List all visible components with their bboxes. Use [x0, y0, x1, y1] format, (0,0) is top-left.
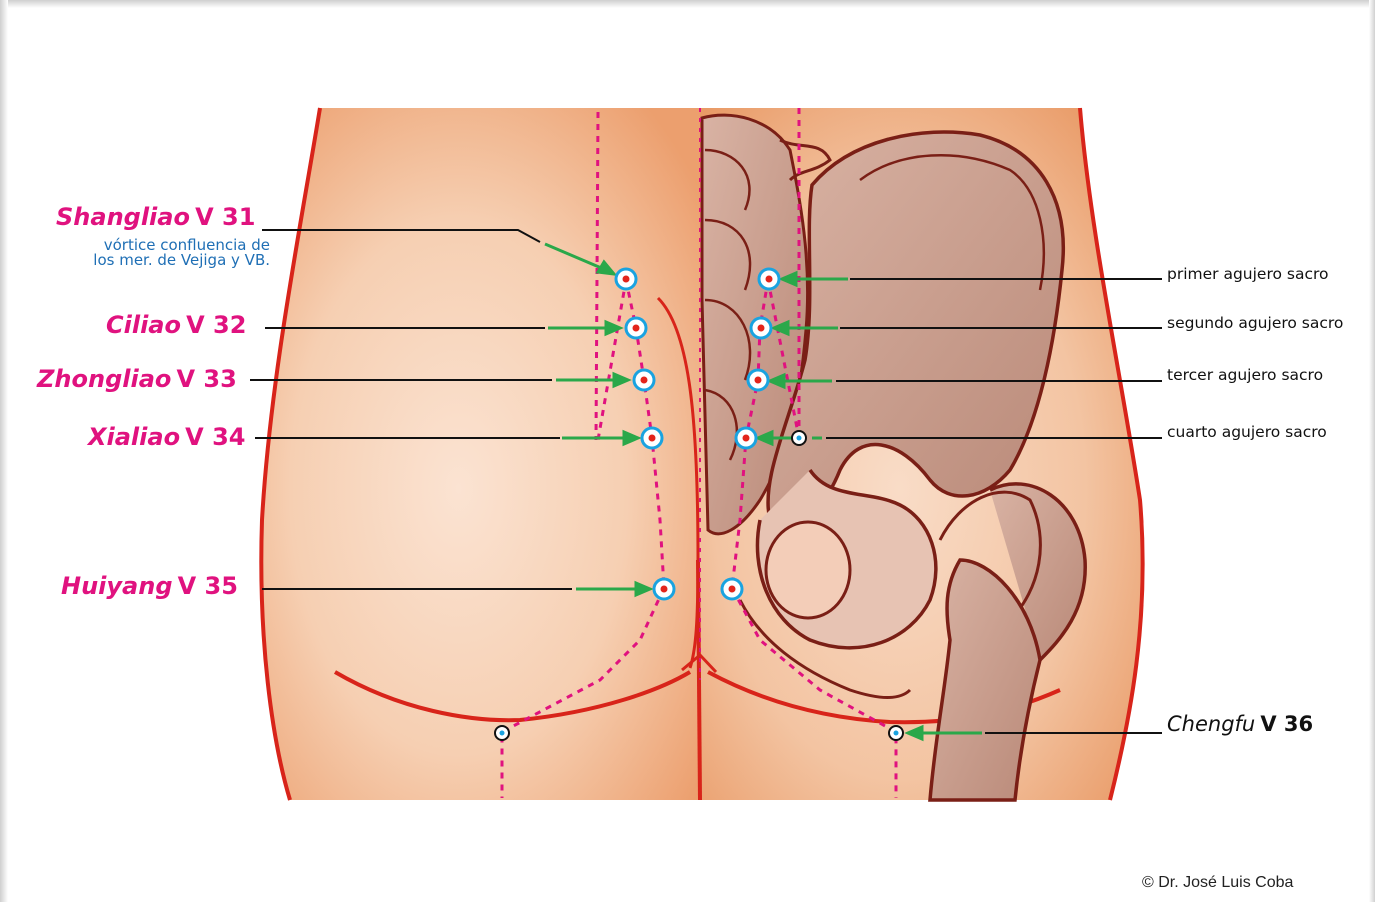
point-code: V 32 — [186, 311, 246, 339]
point-code: V 33 — [176, 365, 236, 393]
point-name: Shangliao — [56, 203, 190, 231]
label-third-foramen: tercer agujero sacro — [1167, 366, 1323, 384]
acupoint-v31-right — [759, 269, 779, 289]
acupoint-v31-left — [616, 269, 636, 289]
point-name: Chengfu — [1167, 712, 1255, 736]
label-zhongliao: Zhongliao V 33 — [37, 365, 237, 393]
acupoint-v33-left — [634, 370, 654, 390]
label-chengfu: Chengfu V 36 — [1167, 712, 1313, 736]
acupoint-v32-left — [626, 318, 646, 338]
acupoint-v36-right — [889, 726, 903, 740]
point-name: Ciliao — [106, 311, 181, 339]
label-fourth-foramen: cuarto agujero sacro — [1167, 423, 1327, 441]
point-name: Zhongliao — [37, 365, 171, 393]
point-code: V 36 — [1260, 712, 1313, 736]
acupoint-v35-right — [722, 579, 742, 599]
foramen-marker — [792, 431, 806, 445]
label-xialiao: Xialiao V 34 — [88, 423, 245, 451]
shangliao-note: vórtice confluencia de los mer. de Vejig… — [68, 238, 270, 268]
point-name: Huiyang — [61, 572, 173, 600]
point-name: Xialiao — [88, 423, 180, 451]
point-code: V 35 — [178, 572, 238, 600]
note-line: los mer. de Vejiga y VB. — [68, 253, 270, 268]
acupoint-v34-right — [736, 428, 756, 448]
label-huiyang: Huiyang V 35 — [61, 572, 238, 600]
label-shangliao: Shangliao V 31 — [56, 203, 255, 231]
acupoint-v33-right — [748, 370, 768, 390]
copyright: © Dr. José Luis Coba — [1142, 874, 1293, 892]
point-code: V 34 — [185, 423, 245, 451]
label-second-foramen: segundo agujero sacro — [1167, 314, 1343, 332]
acupoint-v35-left — [654, 579, 674, 599]
point-code: V 31 — [195, 203, 255, 231]
acupoint-v32-right — [751, 318, 771, 338]
label-ciliao: Ciliao V 32 — [106, 311, 246, 339]
acupoint-v34-left — [642, 428, 662, 448]
acupoint-v36-left — [495, 726, 509, 740]
label-first-foramen: primer agujero sacro — [1167, 265, 1329, 283]
